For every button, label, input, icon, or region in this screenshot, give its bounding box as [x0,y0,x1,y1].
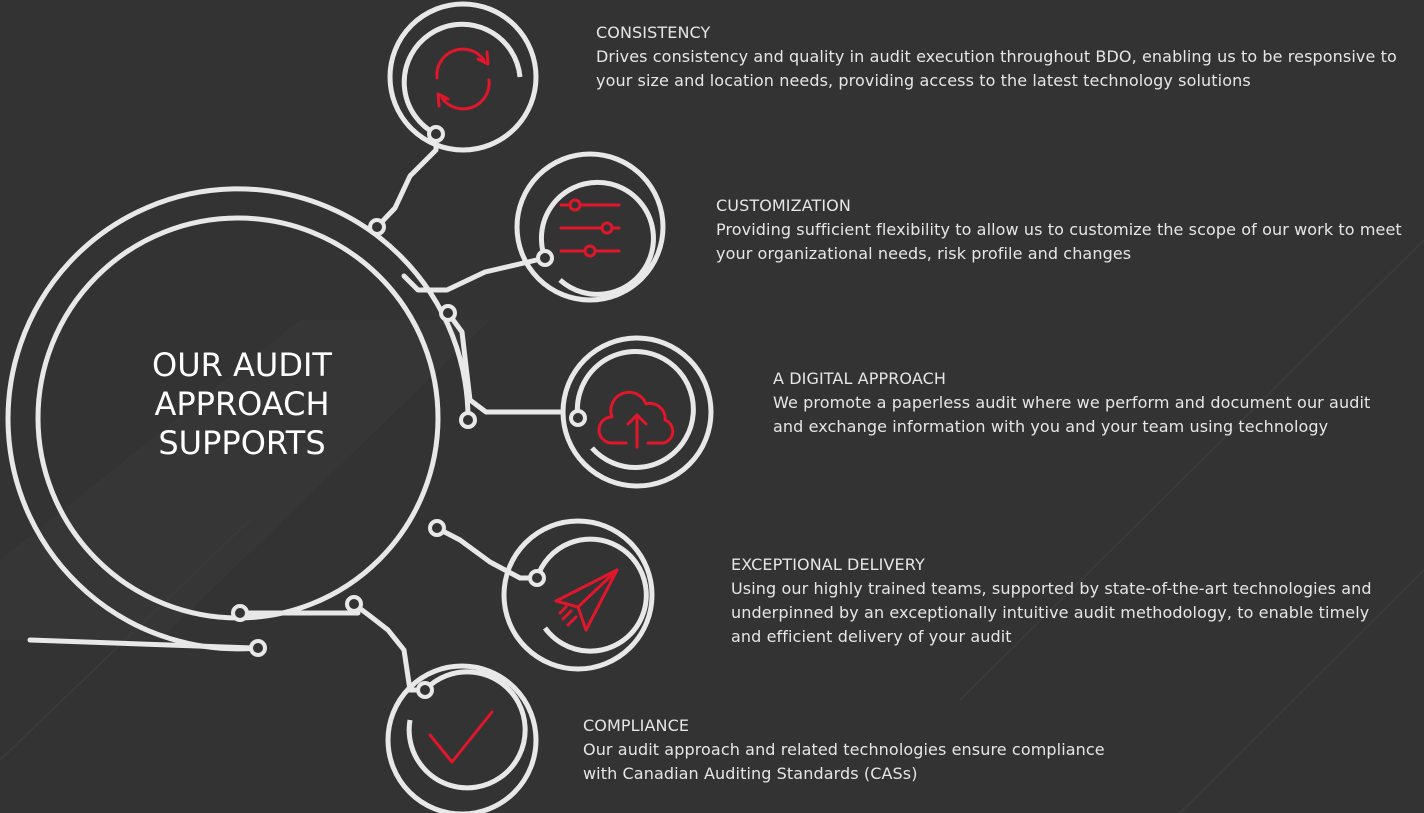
knob [428,519,446,537]
knob [368,218,386,236]
center-outer-ring [5,186,471,652]
knob [459,411,477,429]
item-title: CONSISTENCY [596,23,711,42]
icon-circle-delivery [501,518,655,672]
center-title-line-2: APPROACH [154,385,330,423]
item-description: Our audit approach and related technolog… [583,740,1105,783]
item-compliance: COMPLIANCE Our audit approach and relate… [583,714,1143,786]
item-consistency: CONSISTENCY Drives consistency and quali… [596,21,1411,93]
item-description: Drives consistency and quality in audit … [596,47,1397,90]
item-description: Using our highly trained teams, supporte… [731,579,1372,646]
background-band [0,320,490,640]
item-title: CUSTOMIZATION [716,196,851,215]
icon-circle-compliance [385,663,539,813]
center-title-line-1: OUR AUDIT [152,346,332,384]
item-title: A DIGITAL APPROACH [773,369,947,388]
knob [439,304,457,322]
item-description: We promote a paperless audit where we pe… [773,393,1371,436]
connector-compliance [351,601,428,693]
item-title: EXCEPTIONAL DELIVERY [731,555,925,574]
connector-consistency [374,131,439,230]
icon-circle-customization [514,151,666,303]
item-description: Providing sufficient flexibility to allo… [716,220,1402,263]
cloud-upload-icon [597,390,675,449]
icon-circle-digital [560,335,714,489]
knob [249,639,267,657]
item-exceptional-delivery: EXCEPTIONAL DELIVERY Using our highly tr… [731,553,1401,649]
knob [345,595,363,613]
connector-digital [445,310,563,415]
connector-delivery [434,525,540,581]
refresh-arrows-icon [435,47,491,111]
icon-circle-consistency [387,1,539,153]
checkmark-icon [428,710,494,764]
connector-customization [401,255,548,293]
item-title: COMPLIANCE [583,716,690,735]
center-title-line-3: SUPPORTS [158,424,326,462]
paper-plane-icon [554,568,619,632]
item-digital-approach: A DIGITAL APPROACH We promote a paperles… [773,367,1403,439]
sliders-icon [559,198,621,258]
knob [231,604,249,622]
center-title: OUR AUDIT APPROACH SUPPORTS [112,346,372,463]
item-customization: CUSTOMIZATION Providing sufficient flexi… [716,194,1406,266]
connectors [27,131,563,693]
connector-knobs [231,218,477,657]
